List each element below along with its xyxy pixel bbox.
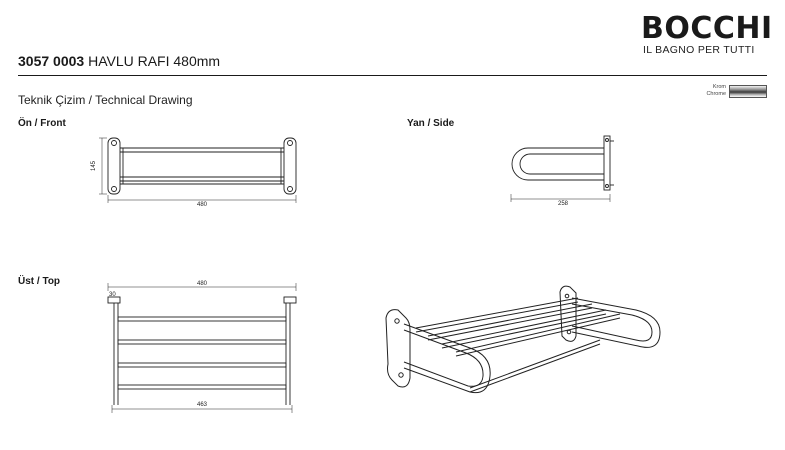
product-code: 3057 0003 [18, 53, 85, 69]
product-title: 3057 0003 HAVLU RAFI 480mm [18, 53, 220, 69]
perspective-view-drawing [385, 285, 661, 394]
top-inner-dimension: 463 [197, 402, 208, 408]
finish-label-en: Chrome [706, 91, 726, 97]
top-view-label: Üst / Top [18, 276, 61, 287]
side-depth-dimension: 258 [558, 201, 569, 207]
finish-label: Krom Chrome [690, 84, 726, 98]
side-view-drawing [510, 135, 614, 202]
top-flange-dimension: 30 [109, 292, 116, 298]
side-view-label: Yan / Side [407, 118, 455, 129]
product-name: HAVLU RAFI 480mm [88, 53, 221, 69]
front-width-dimension: 480 [197, 202, 208, 208]
drawing-title: Teknik Çizim / Technical Drawing [18, 93, 193, 107]
front-view-label: Ön / Front [18, 118, 66, 129]
chrome-finish-swatch [729, 85, 767, 98]
front-height-dimension: 145 [91, 160, 97, 171]
header-divider [18, 75, 767, 76]
finish-label-tr: Krom [712, 84, 726, 90]
top-view-drawing [107, 283, 297, 413]
brand-logo: BOCCHI [641, 11, 773, 46]
top-width-dimension: 480 [197, 281, 208, 287]
front-view-drawing [99, 137, 297, 203]
brand-tagline: IL BAGNO PER TUTTI [643, 44, 755, 56]
